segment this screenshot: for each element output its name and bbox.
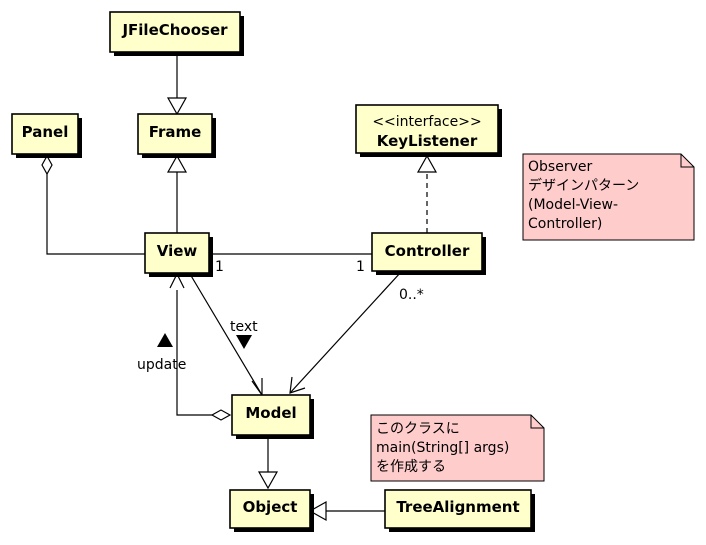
edge-controller-model-navigable xyxy=(289,271,402,394)
generalization-arrowhead-icon xyxy=(308,500,327,522)
class-name: TreeAlignment xyxy=(396,498,519,516)
note-line: Controller) xyxy=(528,216,602,232)
class-jfilechooser[interactable]: JFileChooser xyxy=(109,11,244,56)
multiplicity-view: 1 xyxy=(215,259,224,275)
generalization-arrowhead-icon xyxy=(257,471,279,490)
multiplicity-controller: 1 xyxy=(356,259,365,275)
class-panel[interactable]: Panel xyxy=(11,113,82,158)
aggregation-diamond-icon xyxy=(41,154,53,176)
note-observer[interactable]: Observer デザインパターン (Model-View- Controlle… xyxy=(522,153,695,241)
class-name: JFileChooser xyxy=(121,21,228,39)
class-object[interactable]: Object xyxy=(229,489,314,532)
realization-arrowhead-icon xyxy=(416,154,438,173)
class-name: KeyListener xyxy=(377,132,478,150)
class-name: View xyxy=(157,242,198,260)
class-model[interactable]: Model xyxy=(231,394,314,439)
note-line: デザインパターン xyxy=(528,177,639,194)
note-line: main(String[] args) xyxy=(376,440,509,456)
class-name: Object xyxy=(243,498,298,516)
edge-panel-view-aggregation xyxy=(41,154,145,255)
class-name: Panel xyxy=(22,123,69,141)
class-frame[interactable]: Frame xyxy=(137,113,216,158)
edge-view-frame-generalization xyxy=(166,154,188,233)
edge-treealignment-object-generalization xyxy=(308,500,385,522)
edge-jfilechooser-frame-generalization xyxy=(166,53,188,116)
class-controller[interactable]: Controller xyxy=(371,232,486,275)
aggregation-diamond-icon xyxy=(210,409,232,421)
association-label-update: update xyxy=(137,357,186,373)
direction-down-triangle-icon xyxy=(236,335,252,349)
interface-keylistener[interactable]: <<interface>> KeyListener xyxy=(355,104,502,157)
multiplicity-controller-model: 0..* xyxy=(399,287,424,303)
note-main[interactable]: このクラスに main(String[] args) を作成する xyxy=(370,414,545,482)
direction-up-triangle-icon xyxy=(157,333,173,347)
edge-model-view-aggregation xyxy=(169,272,232,421)
generalization-arrowhead-icon xyxy=(166,154,188,173)
association-label-text: text xyxy=(230,319,258,335)
class-name: Controller xyxy=(385,242,470,260)
class-name: Model xyxy=(245,404,296,422)
class-treealignment[interactable]: TreeAlignment xyxy=(384,489,535,532)
note-line: このクラスに xyxy=(376,421,460,437)
stereotype-label: <<interface>> xyxy=(372,114,481,130)
note-line: (Model-View- xyxy=(528,197,618,213)
note-line: を作成する xyxy=(376,459,446,475)
class-name: Frame xyxy=(149,123,202,141)
edge-controller-keylistener-realization xyxy=(416,154,438,233)
edge-model-object-generalization xyxy=(257,436,279,490)
class-view[interactable]: View xyxy=(144,232,213,277)
note-line: Observer xyxy=(528,159,592,175)
generalization-arrowhead-icon xyxy=(166,97,188,116)
